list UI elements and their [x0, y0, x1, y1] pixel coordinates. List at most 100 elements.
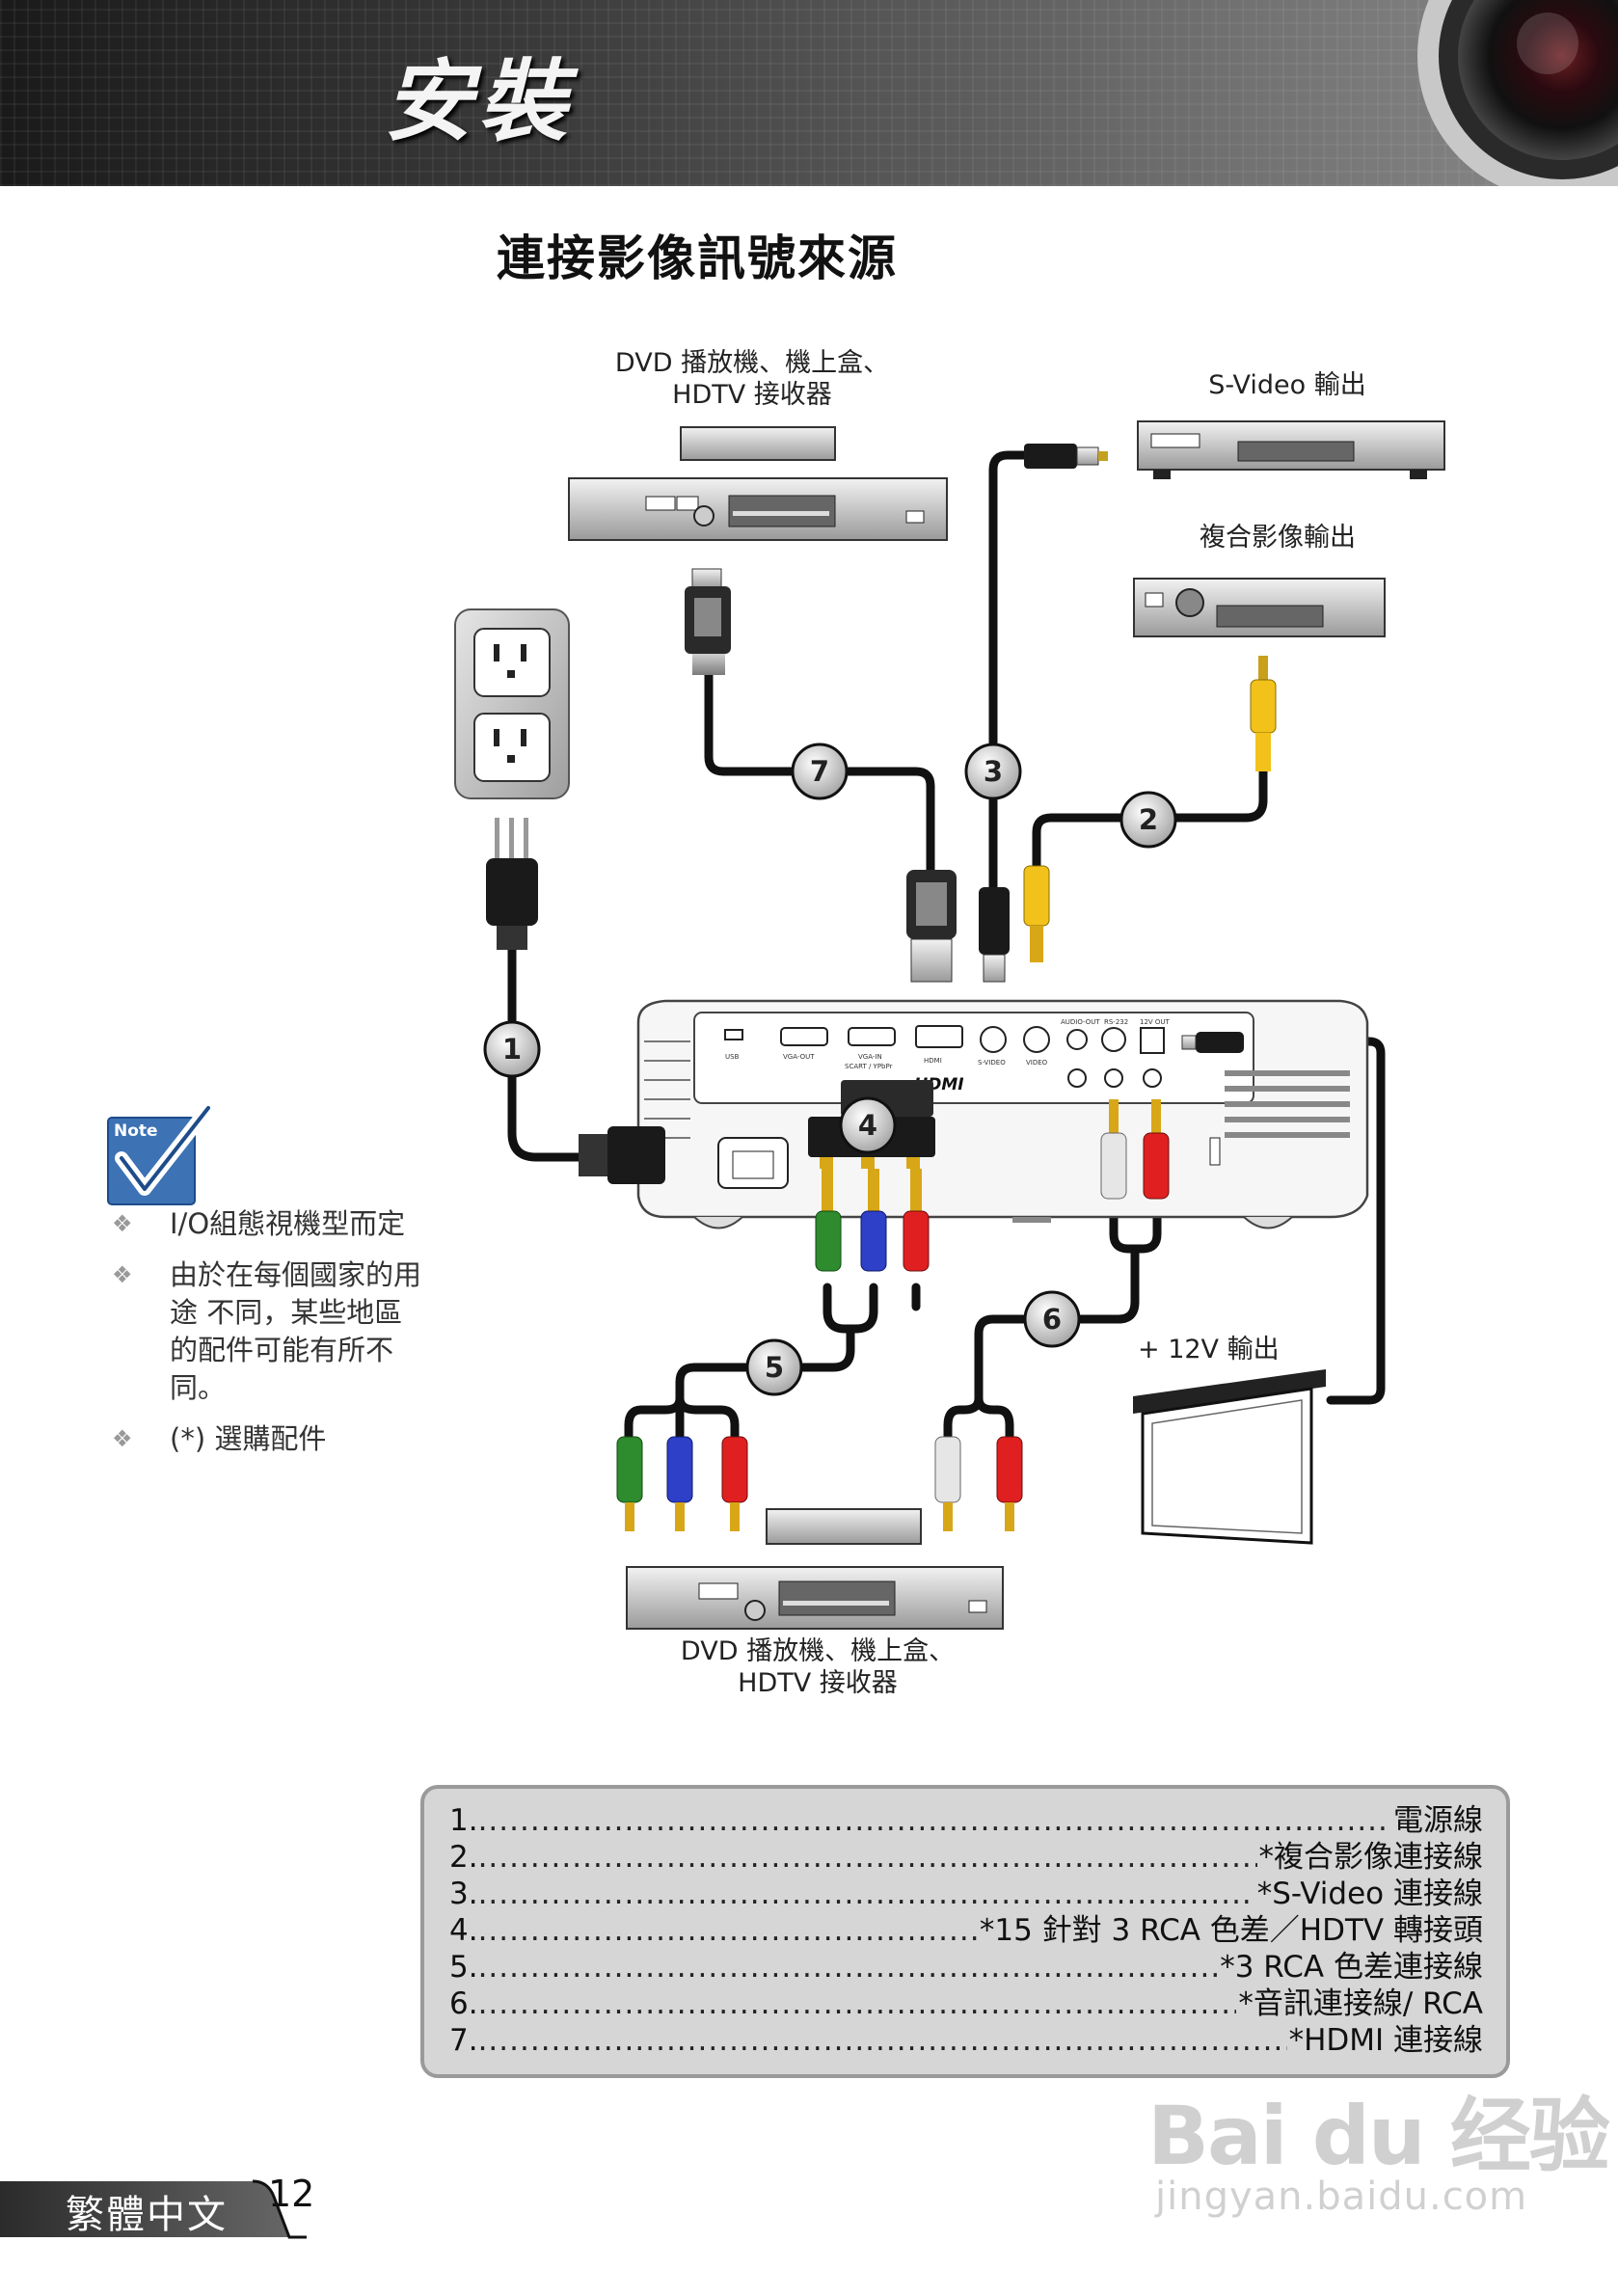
hdmi-plug-source — [685, 568, 731, 675]
note-badge-label: Note — [114, 1121, 158, 1141]
dvd-top-label-line2: HDTV 接收器 — [672, 380, 832, 410]
port-audio-out-label: AUDIO-OUT — [1061, 1018, 1100, 1026]
watermark-logo: Bai du 经验 — [1147, 2089, 1610, 2183]
dvd-bottom-label: DVD 播放機、機上盒、 HDTV 接收器 — [644, 1635, 991, 1699]
legend-leader — [478, 1839, 1257, 1876]
dvd-player-bottom — [626, 1508, 1004, 1630]
callout-5-number: 5 — [765, 1351, 784, 1384]
lens-icon — [1417, 0, 1618, 186]
legend-row: 3. *S-Video 連接線 — [449, 1876, 1483, 1912]
note-item-text: (*) 選購配件 — [170, 1422, 327, 1455]
page-title: 安裝 — [384, 50, 574, 153]
dvd-bottom-label-line1: DVD 播放機、機上盒、 — [680, 1636, 956, 1666]
legend-text: *複合影像連接線 — [1258, 1840, 1484, 1875]
legend-leader — [478, 1876, 1255, 1912]
legend-row: 4. *15 針對 3 RCA 色差／HDTV 轉接頭 — [449, 1912, 1483, 1949]
component-plugs-source — [616, 1436, 748, 1531]
legend-text: *HDMI 連接線 — [1288, 2023, 1483, 2058]
port-vga-out-label: VGA-OUT — [783, 1053, 815, 1061]
note-item: ❖ (*) 選購配件 — [104, 1420, 432, 1458]
callout-1-number: 1 — [502, 1033, 522, 1066]
footer-tab — [0, 2179, 307, 2239]
callout-2: 2 — [1119, 791, 1177, 849]
port-vga-in-label: VGA-IN — [858, 1053, 882, 1061]
legend-leader — [478, 1802, 1391, 1839]
power-cable — [507, 940, 583, 1162]
callout-7-number: 7 — [810, 755, 829, 788]
callout-3-number: 3 — [984, 755, 1003, 788]
wall-outlet — [454, 608, 570, 799]
callout-3: 3 — [964, 743, 1022, 800]
dc12v-cable — [1239, 1037, 1386, 1405]
page-header — [0, 0, 1618, 186]
legend-leader — [478, 1912, 978, 1949]
callout-1: 1 — [483, 1020, 541, 1078]
svideo-plug-source — [1024, 444, 1108, 469]
composite-source-device — [1133, 578, 1386, 637]
port-usb-label: USB — [725, 1053, 740, 1061]
composite-out-label: 複合影像輸出 — [1200, 523, 1356, 553]
note-item-text: I/O組態視機型而定 — [170, 1207, 406, 1240]
legend-row: 7. *HDMI 連接線 — [449, 2022, 1483, 2059]
dvd-top-label: DVD 播放機、機上盒、 HDTV 接收器 — [579, 347, 926, 411]
port-rs232-label: RS-232 — [1104, 1018, 1128, 1026]
svideo-out-label: S-Video 輸出 — [1208, 370, 1366, 400]
port-12v-label: 12V OUT — [1140, 1018, 1171, 1026]
section-title: 連接影像訊號來源 — [497, 230, 898, 286]
legend-text: *音訊連接線/ RCA — [1238, 1986, 1483, 2021]
diamond-bullet-icon: ❖ — [112, 1425, 133, 1452]
legend-number: 2. — [449, 1840, 478, 1875]
callout-6-number: 6 — [1042, 1303, 1062, 1336]
dvd-bottom-label-line2: HDTV 接收器 — [738, 1668, 898, 1698]
legend-text: 電源線 — [1393, 1803, 1483, 1838]
component-plugs-projector — [815, 1169, 930, 1272]
svideo-cable — [988, 450, 1037, 892]
legend-number: 3. — [449, 1877, 478, 1911]
legend-box: 1. 電源線 2. *複合影像連接線 3. *S-Video 連接線 4. *15 針對… — [420, 1785, 1510, 2078]
port-scart-label: SCART / YPbPr — [845, 1063, 893, 1070]
connection-diagram: USB VGA-OUT VGA-IN SCART / YPbPr HDMI S-… — [454, 420, 1445, 1630]
legend-number: 6. — [449, 1986, 478, 2021]
audio-plugs-source — [934, 1436, 1023, 1531]
diamond-bullet-icon: ❖ — [112, 1210, 133, 1237]
projector-plugs — [906, 865, 1050, 983]
callout-2-number: 2 — [1139, 803, 1158, 836]
dvd-player-top — [568, 426, 948, 541]
callout-7: 7 — [791, 743, 849, 800]
legend-number: 1. — [449, 1803, 478, 1838]
legend-row: 5. *3 RCA 色差連接線 — [449, 1949, 1483, 1985]
legend-row: 2. *複合影像連接線 — [449, 1839, 1483, 1876]
dc12v-plug — [1181, 1032, 1244, 1053]
page-number: 12 — [268, 2173, 315, 2215]
diamond-bullet-icon: ❖ — [112, 1261, 133, 1288]
composite-plug-source — [1250, 656, 1277, 771]
svideo-source-device — [1137, 420, 1445, 479]
legend-number: 7. — [449, 2023, 478, 2058]
legend-row: 6. *音訊連接線/ RCA — [449, 1985, 1483, 2022]
footer-language: 繁體中文 — [66, 2193, 228, 2237]
note-icon: Note — [107, 1104, 215, 1205]
legend-number: 4. — [449, 1913, 478, 1948]
legend-leader — [478, 1985, 1237, 2022]
power-plug — [486, 818, 538, 950]
projector: USB VGA-OUT VGA-IN SCART / YPbPr HDMI S-… — [636, 999, 1369, 1229]
out-12v-label: + 12V 輸出 — [1138, 1335, 1280, 1364]
legend-text: *3 RCA 色差連接線 — [1220, 1950, 1483, 1985]
port-svideo-label: S-VIDEO — [978, 1059, 1006, 1067]
legend-number: 5. — [449, 1950, 478, 1985]
dvd-top-label-line1: DVD 播放機、機上盒、 — [614, 348, 890, 378]
port-hdmi-label: HDMI — [924, 1057, 942, 1065]
legend-leader — [478, 1949, 1219, 1985]
callout-6: 6 — [1023, 1290, 1081, 1348]
callout-5: 5 — [745, 1338, 803, 1396]
legend-text: *15 針對 3 RCA 色差／HDTV 轉接頭 — [979, 1913, 1483, 1948]
note-item: ❖ I/O組態視機型而定 — [104, 1205, 432, 1243]
projection-screen — [1133, 1369, 1326, 1545]
legend-row: 1. 電源線 — [449, 1802, 1483, 1839]
callout-4-number: 4 — [858, 1109, 877, 1142]
watermark-url: jingyan.baidu.com — [1155, 2174, 1528, 2219]
legend-text: *S-Video 連接線 — [1256, 1877, 1483, 1911]
audio-plugs-projector — [1100, 1099, 1170, 1200]
note-item: ❖ 由於在每個國家的用途 不同，某些地區的配件可能有所不同。 — [104, 1256, 432, 1407]
note-list: ❖ I/O組態視機型而定 ❖ 由於在每個國家的用途 不同，某些地區的配件可能有所… — [104, 1205, 432, 1472]
